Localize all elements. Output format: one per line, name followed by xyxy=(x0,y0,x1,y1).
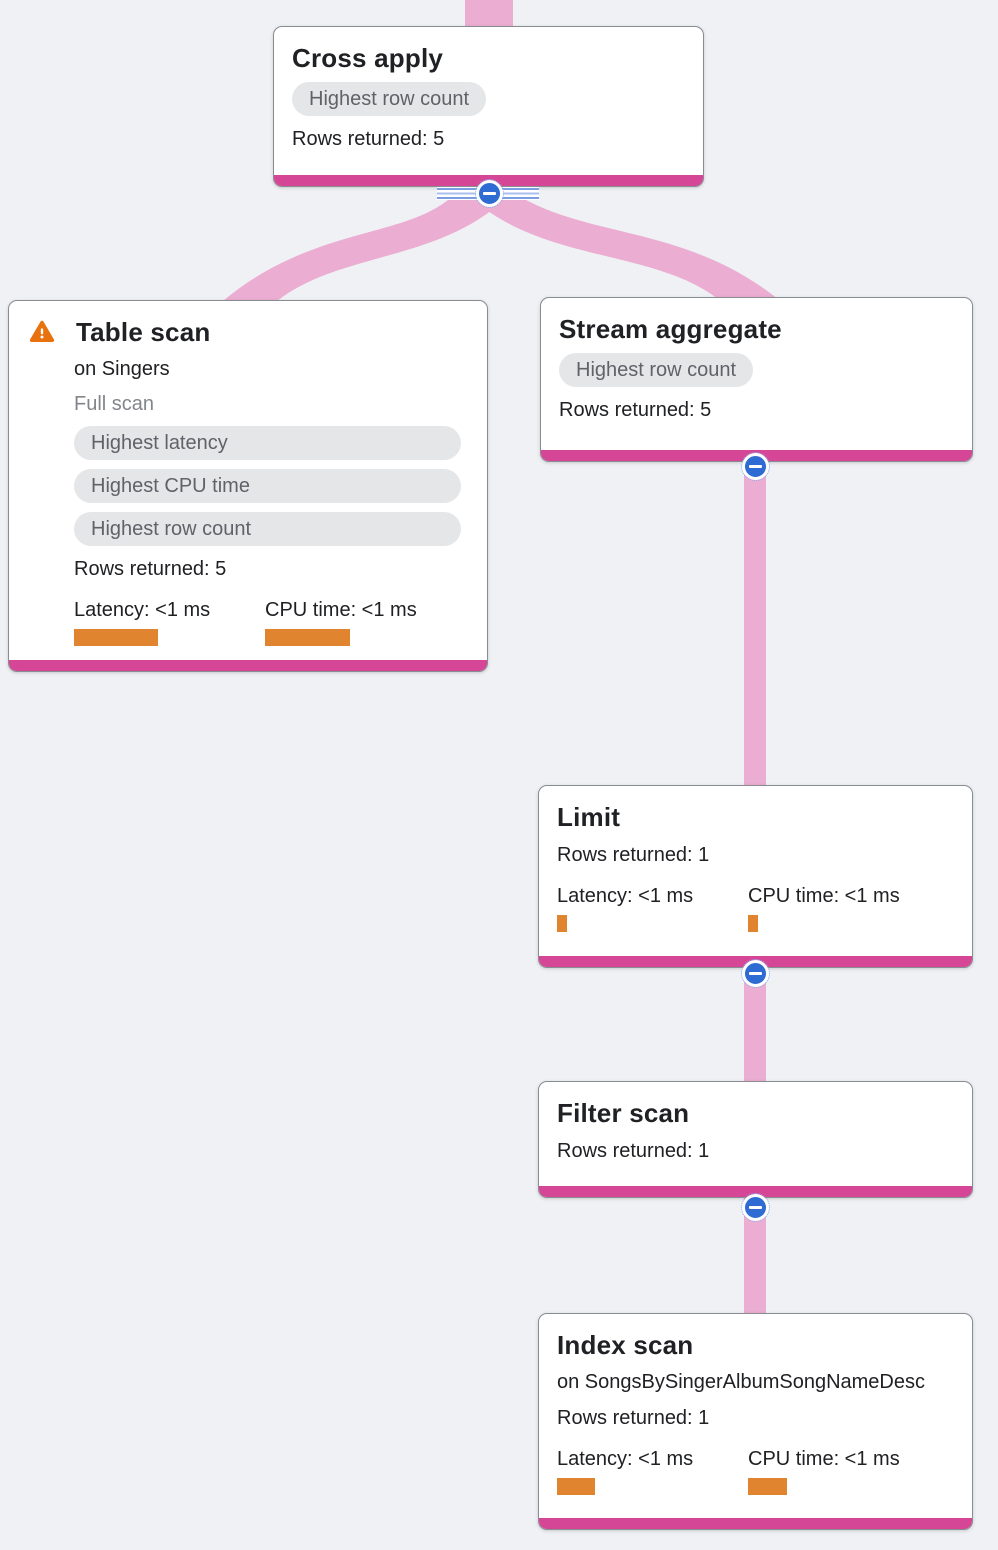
cpu-time-label: CPU time: <1 ms xyxy=(748,1448,900,1470)
minus-circle-icon xyxy=(748,464,762,468)
badge-highest-cpu-time: Highest CPU time xyxy=(74,469,461,503)
node-accent-strip xyxy=(539,1186,972,1197)
rows-returned-label: Rows returned: 5 xyxy=(559,399,712,421)
collapse-button-cross-apply[interactable] xyxy=(474,178,504,208)
node-title: Cross apply xyxy=(292,43,444,73)
edge-stream-aggregate-to-limit xyxy=(744,455,766,795)
node-title: Stream aggregate xyxy=(559,314,782,344)
cpu-time-bar xyxy=(748,915,758,932)
plan-node-index-scan[interactable]: Index scan on SongsBySingerAlbumSongName… xyxy=(538,1313,973,1530)
node-title: Table scan xyxy=(76,317,211,347)
plan-node-cross-apply[interactable]: Cross apply Highest row count Rows retur… xyxy=(273,26,704,187)
warning-icon xyxy=(29,319,55,345)
rows-returned-label: Rows returned: 1 xyxy=(557,1140,710,1162)
latency-bar xyxy=(557,1478,595,1495)
rows-returned-label: Rows returned: 5 xyxy=(292,128,445,150)
node-accent-strip xyxy=(9,660,487,671)
cpu-time-bar xyxy=(265,629,350,646)
plan-node-stream-aggregate[interactable]: Stream aggregate Highest row count Rows … xyxy=(540,297,973,462)
latency-label: Latency: <1 ms xyxy=(557,1448,694,1470)
edge-cross-apply-to-stream-aggregate xyxy=(474,200,778,299)
cpu-time-label: CPU time: <1 ms xyxy=(748,885,900,907)
latency-bar xyxy=(557,915,567,932)
cpu-time-label: CPU time: <1 ms xyxy=(265,599,417,621)
badge-highest-row-count: Highest row count xyxy=(292,82,487,116)
node-accent-strip xyxy=(539,1518,972,1529)
edge-cross-apply-to-table-scan xyxy=(223,200,504,301)
latency-label: Latency: <1 ms xyxy=(74,599,211,621)
plan-node-filter-scan[interactable]: Filter scan Rows returned: 1 xyxy=(538,1081,973,1198)
plan-node-limit[interactable]: Limit Rows returned: 1 Latency: <1 ms CP… xyxy=(538,785,973,968)
rows-returned-label: Rows returned: 1 xyxy=(557,1407,710,1429)
node-title: Index scan xyxy=(557,1330,694,1360)
node-subtitle: on SongsBySingerAlbumSongNameDesc xyxy=(557,1371,925,1393)
minus-circle-icon xyxy=(482,191,496,195)
badge-highest-row-count: Highest row count xyxy=(559,353,754,387)
plan-node-table-scan[interactable]: Table scan on Singers Full scan Highest … xyxy=(8,300,488,672)
minus-circle-icon xyxy=(748,1205,762,1209)
rows-returned-label: Rows returned: 5 xyxy=(74,558,227,580)
edge-filter-scan-to-index-scan xyxy=(744,1192,766,1320)
collapse-button-limit[interactable] xyxy=(740,958,770,988)
badge-highest-latency: Highest latency xyxy=(74,426,461,460)
edge-limit-to-filter-scan xyxy=(744,960,766,1090)
node-title: Filter scan xyxy=(557,1098,690,1128)
badge-highest-row-count: Highest row count xyxy=(74,512,461,546)
cpu-time-bar xyxy=(748,1478,787,1495)
minus-circle-icon xyxy=(748,971,762,975)
rows-returned-label: Rows returned: 1 xyxy=(557,844,710,866)
latency-bar xyxy=(74,629,158,646)
collapse-button-stream-aggregate[interactable] xyxy=(740,451,770,481)
node-subtitle: on Singers xyxy=(74,358,170,380)
latency-label: Latency: <1 ms xyxy=(557,885,694,907)
node-title: Limit xyxy=(557,802,621,832)
node-scan-type: Full scan xyxy=(74,393,155,415)
collapse-button-filter-scan[interactable] xyxy=(740,1192,770,1222)
